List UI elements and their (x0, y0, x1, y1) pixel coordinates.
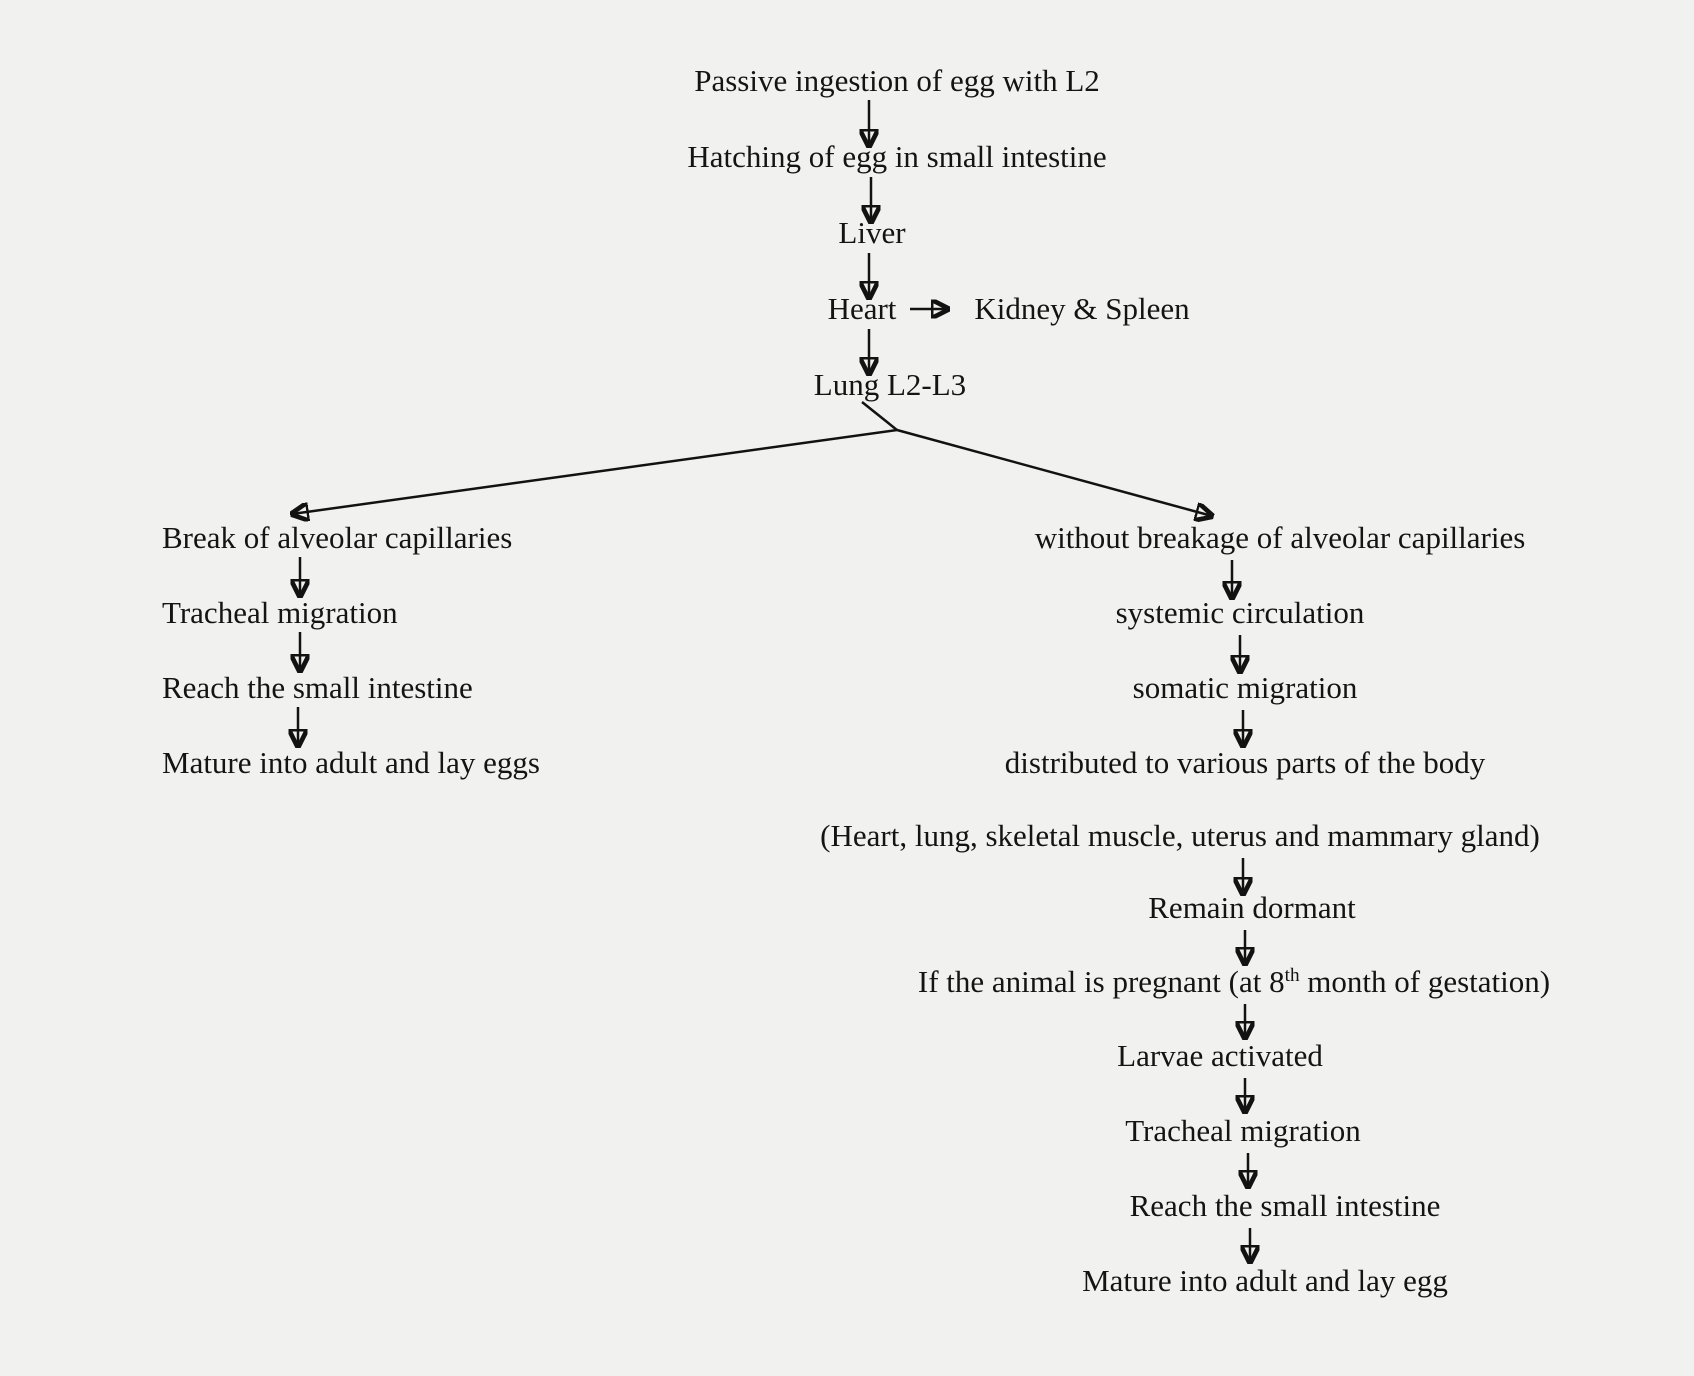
node-break-capillaries: Break of alveolar capillaries (162, 520, 513, 556)
node-remain-dormant: Remain dormant (1148, 890, 1356, 926)
node-mature-lay-eggs-left: Mature into adult and lay eggs (162, 745, 540, 781)
arrow-lung-to-right-branch (896, 428, 1212, 516)
node-heart: Heart (827, 291, 897, 327)
node-mature-lay-egg-right: Mature into adult and lay egg (1082, 1263, 1448, 1299)
node-somatic-migration: somatic migration (1132, 670, 1358, 706)
node-tracheal-migration-left: Tracheal migration (162, 595, 398, 631)
node-distributed: distributed to various parts of the body (1004, 745, 1486, 781)
node-without-breakage: without breakage of alveolar capillaries (1034, 520, 1526, 556)
node-lung: Lung L2-L3 (813, 367, 967, 403)
node-hatching: Hatching of egg in small intestine (687, 139, 1107, 175)
pregnant-text-suffix: month of gestation) (1299, 964, 1551, 1000)
node-larvae-activated: Larvae activated (1117, 1038, 1323, 1074)
node-reach-small-intestine-left: Reach the small intestine (162, 670, 473, 706)
pregnant-ordinal-superscript: th (1284, 964, 1300, 986)
node-pregnant-condition: If the animal is pregnant (at 8th month … (918, 964, 1550, 1000)
node-passive-ingestion: Passive ingestion of egg with L2 (694, 63, 1100, 99)
node-tracheal-migration-right: Tracheal migration (1125, 1113, 1361, 1149)
node-kidney-spleen: Kidney & Spleen (974, 291, 1190, 327)
node-organs-list: (Heart, lung, skeletal muscle, uterus an… (820, 818, 1540, 854)
node-liver: Liver (838, 215, 906, 251)
pregnant-text-prefix: If the animal is pregnant (at 8 (917, 964, 1285, 1000)
node-reach-small-intestine-right: Reach the small intestine (1129, 1188, 1441, 1224)
node-systemic-circulation: systemic circulation (1115, 595, 1365, 631)
arrow-lung-to-left-branch (292, 401, 901, 514)
